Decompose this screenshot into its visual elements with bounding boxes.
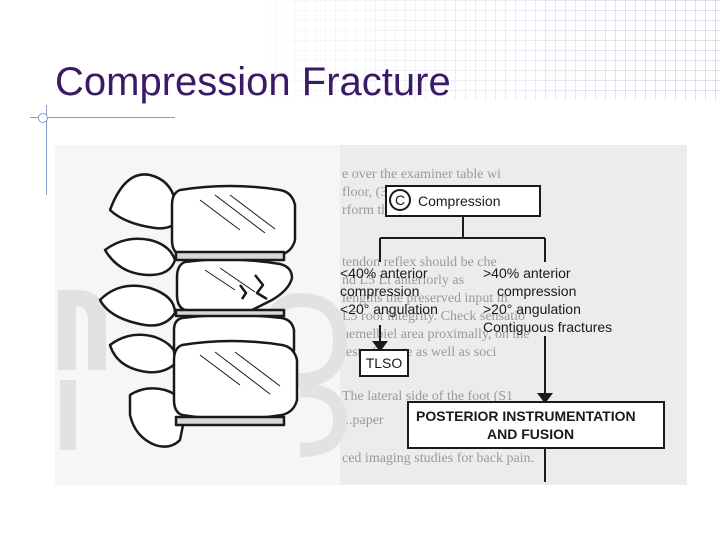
left-criterion: <20° angulation xyxy=(340,301,438,317)
vertebral-body-4 xyxy=(172,339,299,421)
flowchart-top-marker-circle xyxy=(389,189,411,211)
background-text-line: e over the examiner table wi xyxy=(342,167,501,182)
right-criterion: >20° angulation xyxy=(483,301,581,317)
slide-title: Compression Fracture xyxy=(55,60,451,104)
intervertebral-disc xyxy=(174,250,286,262)
background-text-line: ...paper xyxy=(342,413,384,428)
flowchart-top-label: Compression xyxy=(418,193,500,209)
vertebra-texture xyxy=(199,194,281,395)
right-criterion: >40% anterior xyxy=(483,265,571,281)
fracture-crack xyxy=(254,274,268,301)
title-rule-vertical xyxy=(46,105,47,195)
background-text-line: nd L5 Lt anteriorly as xyxy=(342,273,464,288)
arrowhead xyxy=(372,341,388,352)
title-rule-circle xyxy=(38,113,48,123)
background-text-line: ced imaging studies for back pain. xyxy=(342,451,534,466)
vertebral-body-2-compressed xyxy=(175,258,294,314)
tlso-box xyxy=(359,349,409,377)
intervertebral-disc xyxy=(174,415,286,427)
intervertebral-disc xyxy=(174,308,286,318)
instrumentation-box xyxy=(407,401,665,449)
spine-illustration xyxy=(98,173,299,448)
treatment-flowchart xyxy=(359,185,665,482)
flowchart-top-node xyxy=(385,185,541,217)
right-criterion: compression xyxy=(497,283,576,299)
left-criterion: compression xyxy=(340,283,419,299)
right-criterion: Contiguous fractures xyxy=(483,319,612,335)
instrumentation-label: AND FUSION xyxy=(487,426,574,442)
background-text-line: The lateral side of the foot (S1 xyxy=(342,389,513,404)
decorative-grid-fade xyxy=(265,0,720,100)
vertebral-body-1 xyxy=(170,184,297,261)
background-text-line: lengths the preserved input in xyxy=(342,291,508,306)
background-text-line: hemelbiel area proximally, on the xyxy=(342,327,530,342)
posterior-process-bottom xyxy=(128,387,187,448)
tlso-label: TLSO xyxy=(366,355,403,371)
title-rule-horizontal xyxy=(30,117,175,118)
left-criterion: <40% anterior xyxy=(340,265,428,281)
background-text-line: L5 root integrity. Check sensatio xyxy=(342,309,525,324)
instrumentation-label: POSTERIOR INSTRUMENTATION xyxy=(416,408,636,424)
flowchart-top-marker: C xyxy=(395,192,405,208)
arrowhead xyxy=(537,393,553,404)
fracture-crack xyxy=(239,284,248,300)
